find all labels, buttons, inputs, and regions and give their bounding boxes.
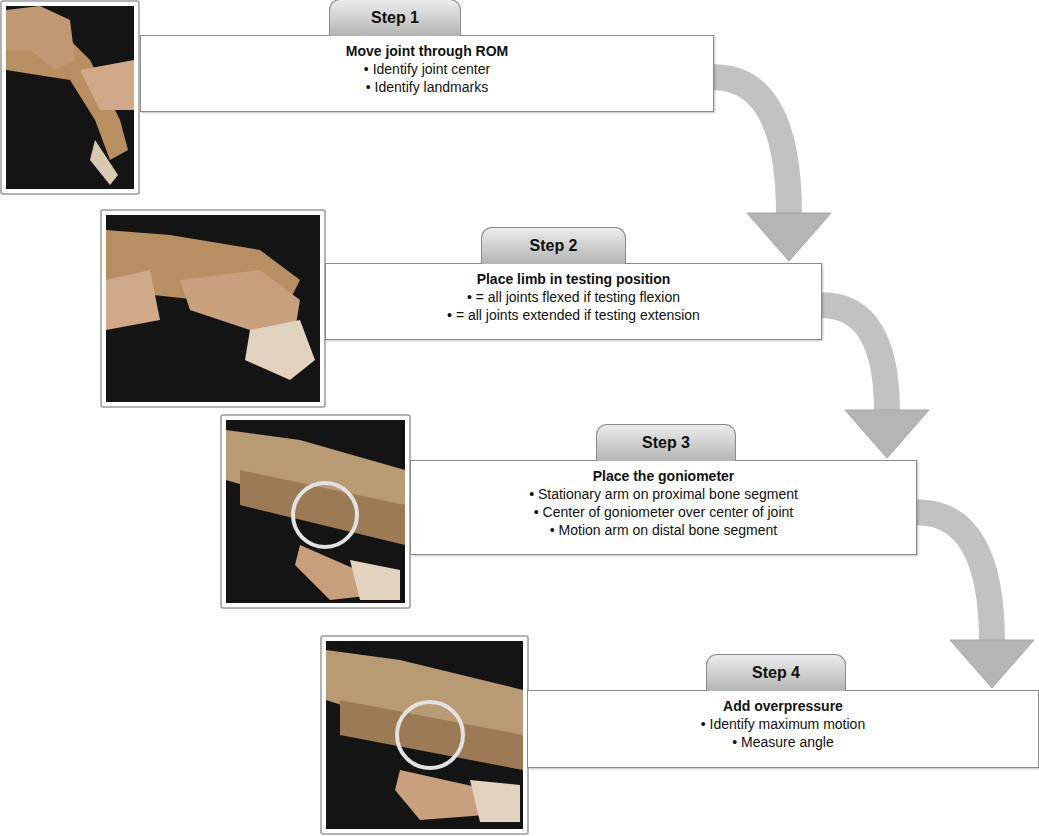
step-bullet: • = all joints extended if testing exten… bbox=[336, 306, 811, 324]
step-tab: Step 2 bbox=[481, 227, 626, 264]
photo-step-2 bbox=[101, 210, 325, 407]
flow-arrow bbox=[917, 512, 1034, 688]
step-box: Step 1Move joint through ROM• Identify j… bbox=[140, 35, 714, 112]
step-bullet: • Identify joint center bbox=[151, 60, 703, 78]
step-heading: Place the goniometer bbox=[421, 467, 906, 485]
photo-step-4 bbox=[321, 636, 528, 834]
step-label: Step 1 bbox=[371, 9, 419, 27]
step-box: Step 4Add overpressure• Identify maximum… bbox=[527, 690, 1039, 768]
step-box: Step 3Place the goniometer• Stationary a… bbox=[410, 460, 917, 555]
step-bullet: • Measure angle bbox=[538, 733, 1028, 751]
step-label: Step 4 bbox=[752, 664, 800, 682]
arrow-body bbox=[917, 512, 992, 642]
step-heading: Add overpressure bbox=[538, 697, 1028, 715]
step-bullet: • Identify landmarks bbox=[151, 78, 703, 96]
flow-arrow bbox=[822, 305, 929, 458]
arrow-body bbox=[822, 305, 887, 412]
step-heading: Move joint through ROM bbox=[151, 42, 703, 60]
step-label: Step 2 bbox=[529, 237, 577, 255]
step-bullet: • Identify maximum motion bbox=[538, 715, 1028, 733]
step-heading: Place limb in testing position bbox=[336, 270, 811, 288]
step-box: Step 2Place limb in testing position• = … bbox=[325, 263, 822, 340]
flow-arrow bbox=[714, 77, 831, 261]
photo-step-1 bbox=[1, 1, 139, 194]
step-bullet: • Motion arm on distal bone segment bbox=[421, 521, 906, 539]
arrow-head bbox=[950, 640, 1034, 688]
arrow-head bbox=[747, 213, 831, 261]
step-label: Step 3 bbox=[642, 434, 690, 452]
photo-step-3 bbox=[221, 415, 410, 608]
step-bullet: • Center of goniometer over center of jo… bbox=[421, 503, 906, 521]
step-tab: Step 1 bbox=[329, 0, 461, 36]
step-bullet: • Stationary arm on proximal bone segmen… bbox=[421, 485, 906, 503]
step-bullet: • = all joints flexed if testing flexion bbox=[336, 288, 811, 306]
step-tab: Step 3 bbox=[596, 424, 736, 461]
arrow-body bbox=[714, 77, 789, 215]
step-tab: Step 4 bbox=[706, 654, 846, 691]
arrow-head bbox=[845, 410, 929, 458]
